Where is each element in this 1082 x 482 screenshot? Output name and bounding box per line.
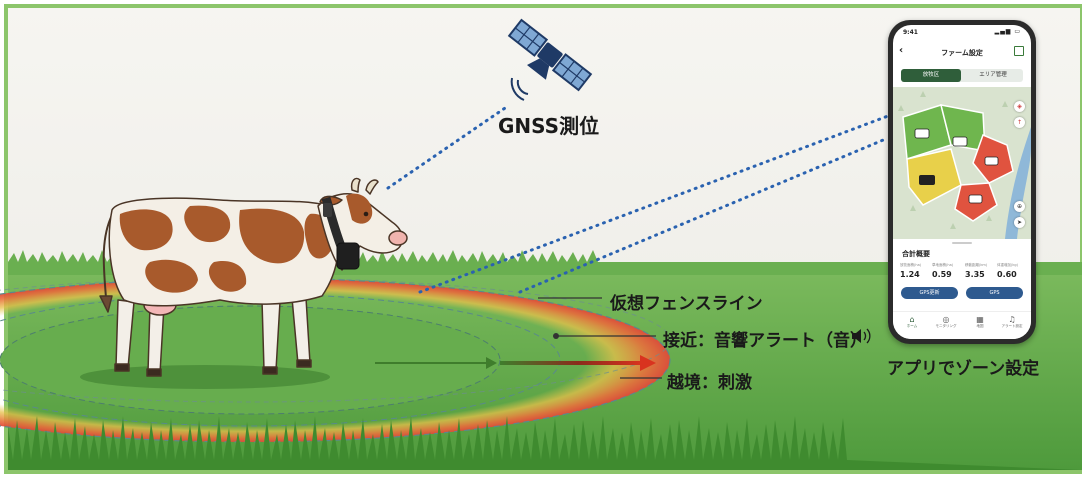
back-icon[interactable]: ‹	[899, 45, 904, 56]
segment-control: 放牧区 エリア管理	[901, 69, 1023, 82]
app-title: ファーム設定	[941, 49, 983, 57]
status-time: 9:41	[903, 29, 918, 36]
signal-waves	[510, 77, 529, 101]
home-icon: ⌂	[909, 315, 915, 324]
grid-icon: ▦	[976, 315, 984, 324]
drag-handle[interactable]	[952, 242, 972, 244]
app-zone-setting-label: アプリでゾーン設定	[887, 359, 1040, 379]
locate-icon[interactable]: ➤	[1014, 217, 1025, 228]
gnss-link-dots	[386, 104, 510, 190]
bell-icon: ♫	[1008, 315, 1016, 324]
foreground-grass	[8, 416, 1082, 470]
smartphone: 9:41 ▂▄▆ ▭ ‹ ファーム設定 放牧区 エリア管理	[888, 20, 1036, 344]
crossing-arrowhead	[640, 355, 656, 371]
map-cow-markers	[914, 128, 999, 204]
stat-item: 放牧面積(ha) 1.24	[900, 263, 922, 279]
stat-item: 草地面積(ha) 0.59	[932, 263, 954, 279]
bottom-nav: ⌂ ホーム ◎ モニタリング ▦ 地図 ♫ アラート設定	[893, 311, 1031, 339]
gnss-label: GNSS測位	[498, 114, 600, 138]
phone-screen: 9:41 ▂▄▆ ▭ ‹ ファーム設定 放牧区 エリア管理	[893, 25, 1031, 339]
satellite-icon	[507, 18, 593, 92]
tab-area-management[interactable]: エリア管理	[979, 72, 1007, 78]
calendar-icon[interactable]	[1014, 46, 1024, 56]
app-link-dots-1	[418, 114, 890, 294]
status-bar: 9:41 ▂▄▆ ▭	[893, 25, 1031, 41]
safe-zone	[0, 305, 501, 415]
gps-update-button[interactable]: GPS更新	[901, 287, 958, 299]
nav-map[interactable]: ▦ 地図	[963, 315, 997, 329]
compass-icon[interactable]: ↑	[1014, 117, 1025, 128]
crossing-stimulus-label: 越境：刺激	[667, 373, 752, 393]
pasture-map[interactable]	[893, 87, 1031, 239]
signal-battery-icon: ▂▄▆ ▭	[994, 28, 1021, 35]
cow	[99, 177, 408, 377]
app-header: ‹ ファーム設定	[893, 43, 1031, 63]
crossing-arrow-line	[500, 361, 642, 365]
monitor-icon: ◎	[942, 315, 950, 324]
gps-collar	[321, 196, 360, 270]
fence-line-label: 仮想フェンスライン	[610, 294, 763, 314]
stat-item: 体重増加(kg) 0.60	[997, 263, 1018, 279]
gps-button[interactable]: GPS	[966, 287, 1023, 299]
nav-monitoring[interactable]: ◎ モニタリング	[929, 315, 963, 329]
nav-alert-settings[interactable]: ♫ アラート設定	[995, 315, 1029, 329]
tab-pasture[interactable]: 放牧区	[901, 69, 961, 82]
nav-home[interactable]: ⌂ ホーム	[895, 315, 929, 329]
layers-icon[interactable]: ◈	[1014, 101, 1025, 112]
inner-arrowhead	[486, 357, 497, 369]
approach-alert-label: 接近：音響アラート（音）	[663, 331, 867, 351]
summary-panel: 合計概要 放牧面積(ha) 1.24 草地面積(ha) 0.59 移動距離(km…	[893, 239, 1031, 309]
stat-item: 移動距離(km) 3.35	[965, 263, 988, 279]
speaker-icon	[852, 328, 871, 344]
summary-title: 合計概要	[902, 250, 930, 258]
zone-toggle-icon[interactable]: ⊕	[1014, 201, 1025, 212]
